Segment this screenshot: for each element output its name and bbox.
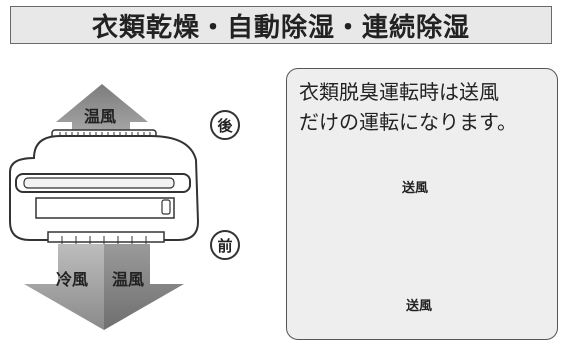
front-label: 前 (210, 230, 240, 260)
fan-label-bottom: 送風 (406, 299, 433, 314)
warm-air-up-arrow (56, 84, 148, 136)
fan-label-top: 送風 (402, 181, 429, 196)
info-note-line-2: だけの運転になります。 (299, 110, 517, 134)
warm-air-top-label: 温風 (84, 107, 117, 126)
info-note: 衣類脱臭運転時は送風 だけの運転になります。 (299, 77, 555, 137)
warm-air-bottom-label: 温風 (112, 270, 145, 289)
info-note-line-1: 衣類脱臭運転時は送風 (299, 80, 499, 104)
dehumidifier-illustration (9, 129, 200, 244)
cold-air-label: 冷風 (56, 270, 89, 289)
info-panel: 衣類脱臭運転時は送風 だけの運転になります。 (286, 68, 558, 340)
page-title: 衣類乾燥・自動除湿・連続除湿 (91, 12, 470, 43)
rear-label: 後 (210, 110, 240, 140)
downward-air-arrows (24, 244, 184, 330)
title-bar: 衣類乾燥・自動除湿・連続除湿 (10, 6, 552, 44)
